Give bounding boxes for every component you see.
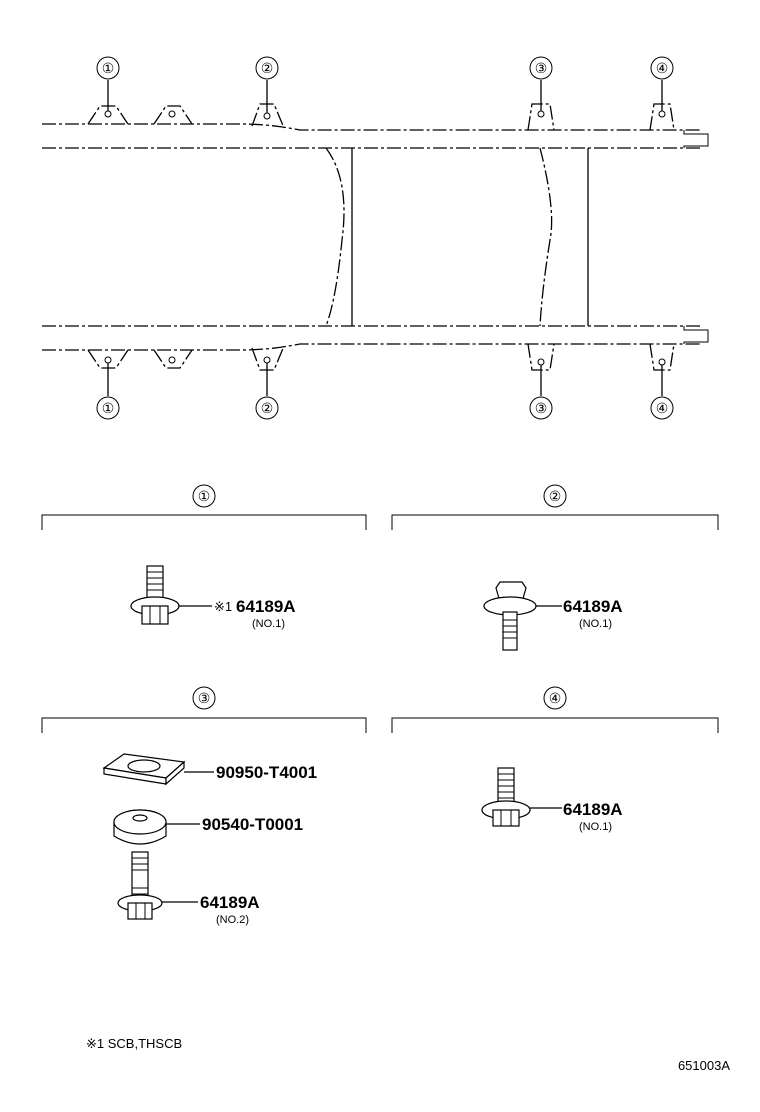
panel-1-part-prefix: ※1 (214, 599, 232, 614)
callout-2-bottom (255, 396, 279, 420)
panel-4 (391, 686, 719, 827)
panel-2 (391, 484, 719, 651)
panel-1-part-note: (NO.1) (252, 618, 285, 630)
panel-3-washer-part-number: 90950-T4001 (216, 763, 317, 782)
panel-4-part-number: 64189A (563, 800, 623, 819)
callout-3-bottom-label: ③ (535, 400, 548, 416)
callout-2-top-label: ② (261, 60, 274, 76)
callout-3-top-label: ③ (535, 60, 548, 76)
callout-3-bottom (529, 396, 553, 420)
panel-2-part-number: 64189A (563, 597, 623, 616)
callout-4-top-label: ④ (656, 60, 669, 76)
callout-4-top (650, 56, 674, 80)
callout-1-bottom-label: ① (102, 400, 115, 416)
panel-2-part-note: (NO.1) (579, 618, 612, 630)
panel-2-index: ② (549, 488, 562, 504)
panel-1 (41, 484, 367, 625)
panel-3-cushion-part-number: 90540-T0001 (202, 815, 303, 834)
footnote: ※1 SCB,THSCB (86, 1036, 182, 1051)
panel-3-index: ③ (198, 690, 211, 706)
callout-1-top-label: ① (102, 60, 115, 76)
panel-1-part-number: 64189A (236, 597, 296, 616)
figure-code: 651003A (678, 1058, 730, 1073)
callout-2-bottom-label: ② (261, 400, 274, 416)
panel-4-part-note: (NO.1) (579, 821, 612, 833)
panel-1-index: ① (198, 488, 211, 504)
panel-3-bolt-note: (NO.2) (216, 914, 249, 926)
panel-3-bolt-part-number: 64189A (200, 893, 260, 912)
vehicle-frame (42, 80, 709, 396)
callout-4-bottom-label: ④ (656, 400, 669, 416)
panel-4-index: ④ (549, 690, 562, 706)
callout-2-top (255, 56, 279, 80)
panel-3 (41, 686, 367, 920)
callout-1-bottom (96, 396, 120, 420)
callout-4-bottom (650, 396, 674, 420)
callout-1-top (96, 56, 120, 80)
callout-3-top (529, 56, 553, 80)
